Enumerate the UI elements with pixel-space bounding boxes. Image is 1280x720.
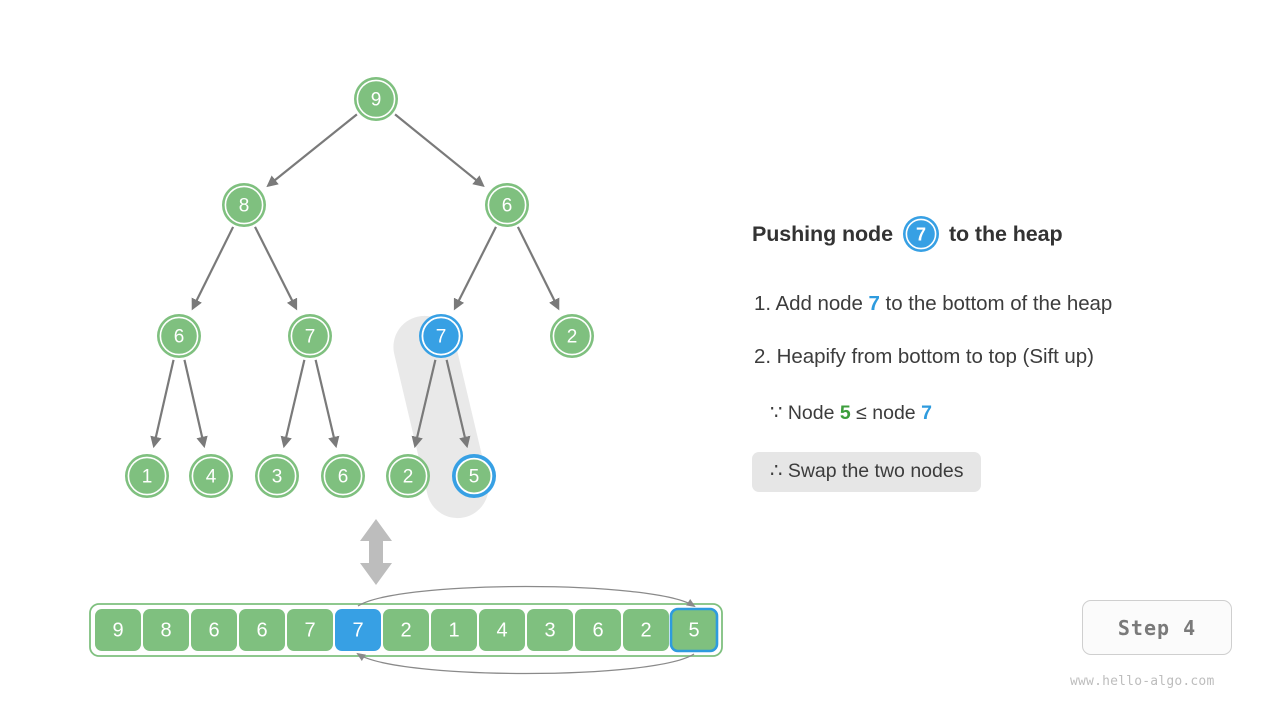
title-node-badge: 7 bbox=[902, 215, 940, 253]
tree-edges-group bbox=[154, 114, 558, 445]
tree-node-label: 4 bbox=[206, 466, 217, 487]
tree-edge bbox=[316, 360, 336, 445]
array-cell[interactable]: 7 bbox=[335, 609, 381, 651]
array-cell-label: 7 bbox=[304, 620, 315, 642]
explanation-panel: Pushing node 7 to the heap 1. Add node 7… bbox=[752, 0, 1280, 720]
title-prefix: Pushing node bbox=[752, 222, 893, 247]
tree-node[interactable]: 3 bbox=[255, 454, 299, 498]
tree-edge bbox=[395, 114, 482, 185]
tree-node-label: 5 bbox=[469, 466, 480, 487]
tree-node-label: 9 bbox=[371, 89, 382, 110]
tree-node-label: 6 bbox=[502, 195, 513, 216]
array-cell[interactable]: 5 bbox=[671, 609, 717, 651]
array-cell[interactable]: 2 bbox=[383, 609, 429, 651]
tree-edge bbox=[255, 227, 296, 308]
array-cell-label: 9 bbox=[112, 620, 123, 642]
array-group: 9 8 6 6 7 7 2 1 4 3 6 2 5 bbox=[90, 604, 722, 656]
tree-node-label: 1 bbox=[142, 466, 153, 487]
tree-edge bbox=[269, 114, 357, 185]
array-cell-label: 8 bbox=[160, 620, 171, 642]
tree-node-label: 2 bbox=[567, 326, 578, 347]
swap-arrow-backward bbox=[358, 654, 694, 674]
array-cell-label: 3 bbox=[544, 620, 555, 642]
array-cell[interactable]: 6 bbox=[575, 609, 621, 651]
array-cell[interactable]: 4 bbox=[479, 609, 525, 651]
tree-node[interactable]: 2 bbox=[550, 314, 594, 358]
tree-node[interactable]: 8 bbox=[222, 183, 266, 227]
watermark: www.hello-algo.com bbox=[1070, 674, 1214, 689]
tree-edge bbox=[154, 360, 174, 445]
array-cell[interactable]: 9 bbox=[95, 609, 141, 651]
array-cell-label: 2 bbox=[640, 620, 651, 642]
array-cell[interactable]: 7 bbox=[287, 609, 333, 651]
array-cell-label: 6 bbox=[592, 620, 603, 642]
tree-node-label: 3 bbox=[272, 466, 283, 487]
therefore-symbol-icon: ∴ bbox=[770, 460, 782, 482]
tree-node-label: 7 bbox=[305, 326, 316, 347]
swap-arrow-forward bbox=[358, 587, 694, 607]
therefore-text: Swap the two nodes bbox=[782, 460, 963, 482]
heap-diagram-panel: 9 8 6 6 7 7 2 1 4 3 6 2 5 9 8 6 6 7 7 2 1 4 3 6 2 5 bbox=[0, 0, 740, 720]
title-suffix: to the heap bbox=[949, 222, 1063, 247]
array-cell[interactable]: 2 bbox=[623, 609, 669, 651]
tree-nodes-group: 9 8 6 6 7 7 2 1 4 3 6 2 5 bbox=[125, 77, 594, 498]
step-2-text: 2. Heapify from bottom to top (Sift up) bbox=[754, 345, 1094, 368]
because-prefix: Node bbox=[782, 402, 839, 424]
tree-edge bbox=[518, 227, 558, 308]
array-cell-label: 1 bbox=[448, 620, 459, 642]
tree-node[interactable]: 5 bbox=[452, 454, 496, 498]
step-item-1: 1. Add node 7 to the bottom of the heap bbox=[754, 292, 1112, 316]
tree-node-label: 2 bbox=[403, 466, 414, 487]
tree-node[interactable]: 6 bbox=[485, 183, 529, 227]
array-cell-label: 5 bbox=[688, 620, 699, 642]
tree-edge bbox=[455, 227, 496, 308]
step-1-value: 7 bbox=[869, 292, 880, 315]
tree-node[interactable]: 1 bbox=[125, 454, 169, 498]
tree-node-label: 7 bbox=[436, 326, 447, 347]
reason-because-line: ∵ Node 5 ≤ node 7 bbox=[770, 401, 932, 425]
step-1-prefix: 1. Add node bbox=[754, 292, 869, 315]
array-cell-label: 6 bbox=[208, 620, 219, 642]
page-title: Pushing node 7 to the heap bbox=[752, 214, 1063, 254]
because-value-b: 7 bbox=[921, 402, 932, 424]
tree-node[interactable]: 7 bbox=[419, 314, 463, 358]
tree-node-label: 8 bbox=[239, 195, 250, 216]
step-badge: Step 4 bbox=[1082, 600, 1232, 655]
because-value-a: 5 bbox=[840, 402, 851, 424]
step-1-suffix: to the bottom of the heap bbox=[880, 292, 1112, 315]
array-cell[interactable]: 1 bbox=[431, 609, 477, 651]
because-symbol-icon: ∵ bbox=[770, 402, 782, 424]
array-cell-label: 4 bbox=[496, 620, 507, 642]
tree-node-label: 6 bbox=[338, 466, 349, 487]
because-operator: ≤ node bbox=[851, 402, 921, 424]
tree-node[interactable]: 6 bbox=[157, 314, 201, 358]
tree-edge bbox=[193, 227, 233, 308]
array-cell[interactable]: 6 bbox=[239, 609, 285, 651]
tree-node[interactable]: 9 bbox=[354, 77, 398, 121]
array-cell[interactable]: 6 bbox=[191, 609, 237, 651]
tree-array-double-arrow bbox=[360, 519, 392, 585]
tree-edge bbox=[284, 360, 304, 445]
step-item-2: 2. Heapify from bottom to top (Sift up) bbox=[754, 345, 1094, 369]
array-cell[interactable]: 3 bbox=[527, 609, 573, 651]
array-cell-label: 2 bbox=[400, 620, 411, 642]
reason-therefore-line: ∴ Swap the two nodes bbox=[752, 452, 981, 492]
binary-tree-and-array-svg: 9 8 6 6 7 7 2 1 4 3 6 2 5 9 8 6 6 7 7 2 1 4 3 6 2 5 bbox=[0, 0, 740, 720]
tree-node[interactable]: 7 bbox=[288, 314, 332, 358]
title-badge-value: 7 bbox=[916, 225, 926, 245]
tree-edge bbox=[184, 360, 204, 445]
array-cell-label: 6 bbox=[256, 620, 267, 642]
tree-node[interactable]: 2 bbox=[386, 454, 430, 498]
tree-node-label: 6 bbox=[174, 326, 185, 347]
array-cell-label: 7 bbox=[352, 620, 363, 642]
tree-node[interactable]: 4 bbox=[189, 454, 233, 498]
array-cell[interactable]: 8 bbox=[143, 609, 189, 651]
tree-node[interactable]: 6 bbox=[321, 454, 365, 498]
